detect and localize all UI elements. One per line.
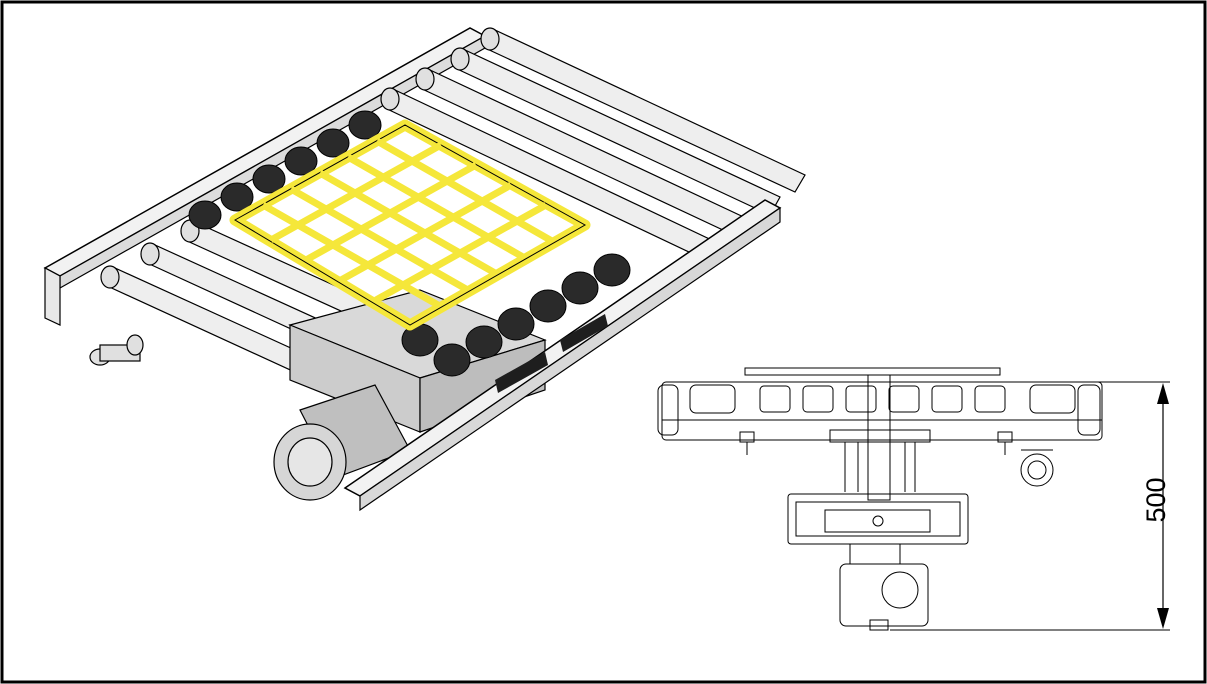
front-view — [657, 367, 1170, 631]
transfer-wheels-right — [401, 253, 631, 377]
wheel — [529, 289, 567, 323]
roller-profiles — [689, 384, 1076, 414]
dimension-line — [1157, 383, 1169, 629]
central-column — [829, 374, 931, 501]
isometric-view — [43, 27, 806, 512]
wheel — [348, 110, 382, 140]
roller — [380, 87, 721, 263]
bolts — [739, 431, 1013, 455]
motor — [273, 384, 411, 501]
end-block-left — [657, 384, 679, 436]
wheel — [252, 164, 286, 194]
lower-motor — [839, 543, 929, 631]
transfer-grid — [229, 119, 591, 331]
eye-lug — [1020, 449, 1054, 487]
wheel — [497, 307, 535, 341]
wheel — [220, 182, 254, 212]
wheel — [188, 200, 222, 230]
transfer-wheels-left — [188, 110, 382, 230]
grid-bars — [261, 137, 554, 309]
side-rail-back — [43, 27, 487, 326]
main-beam — [661, 381, 1103, 441]
arrow-top — [1157, 383, 1169, 404]
wheel — [284, 146, 318, 176]
pin-bracket — [89, 334, 144, 366]
end-block-right — [1077, 384, 1101, 436]
rail-connectors — [495, 314, 608, 393]
roller — [450, 47, 781, 216]
wheel — [561, 271, 599, 305]
wheel — [593, 253, 631, 287]
roller — [480, 27, 806, 193]
wheel — [433, 343, 471, 377]
arrow-bottom — [1157, 608, 1169, 629]
wheel — [316, 128, 350, 158]
wheel — [465, 325, 503, 359]
dimension-label: 500 — [1141, 477, 1171, 523]
